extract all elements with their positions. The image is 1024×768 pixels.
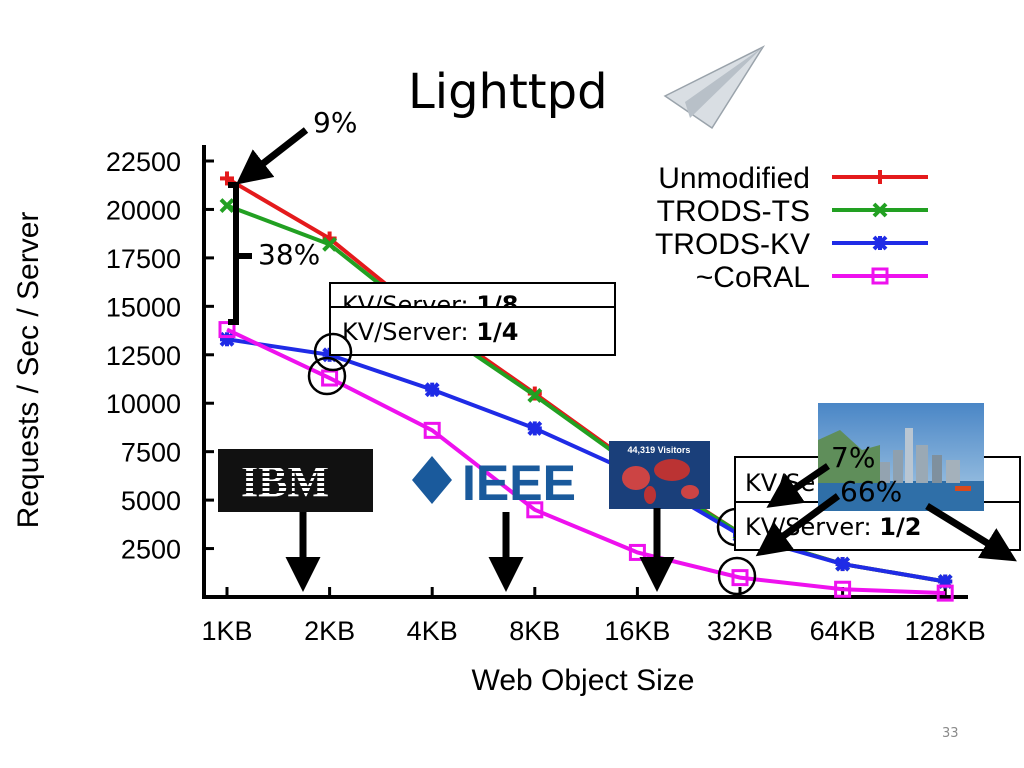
data-point: [936, 584, 954, 602]
data-point: [424, 382, 440, 398]
series-line: [226, 337, 946, 584]
slide-number: 33: [942, 726, 959, 741]
anno-7pct: 7%: [831, 441, 875, 474]
arrows: [235, 127, 1017, 592]
anno-38pct: 38%: [258, 238, 320, 271]
ieee-logo-text: IEEE: [462, 455, 576, 511]
y-tick-label: 10000: [106, 389, 181, 419]
ieee-logo: IEEE: [412, 455, 576, 511]
x-tick-label: 128KB: [905, 616, 986, 646]
highlight-circle: [717, 556, 757, 596]
anno-9pct: 9%: [313, 106, 357, 139]
ibm-logo: IBM: [218, 449, 373, 512]
slide-title: Lighttpd: [408, 64, 608, 120]
data-point: [872, 202, 888, 218]
series-layer: [218, 171, 954, 602]
data-point: [527, 388, 543, 403]
legend-label: TRODS-TS: [657, 195, 810, 228]
x-tick-label: 8KB: [509, 616, 560, 646]
data-point: [219, 331, 235, 347]
data-point: [871, 267, 889, 285]
legend-label: ~CoRAL: [696, 261, 810, 294]
svg-text:KV/Server: 1/4: KV/Server: 1/4: [342, 318, 518, 346]
x-tick-label: 16KB: [604, 616, 670, 646]
data-point: [731, 569, 749, 587]
y-tick-label: 5000: [121, 486, 181, 516]
data-point: [873, 170, 887, 184]
y-tick-label: 15000: [106, 292, 181, 322]
x-tick-label: 32KB: [707, 616, 773, 646]
y-tick-label: 20000: [106, 195, 181, 225]
paper-plane-icon: [663, 45, 766, 130]
callout-kv-server-1-4: KV/Server: 1/4: [329, 306, 616, 356]
bracket: [228, 182, 252, 325]
y-tick-label: 12500: [106, 341, 181, 371]
data-point: [220, 171, 234, 186]
data-point: [527, 420, 543, 436]
svg-text:KV/Server: 1/2: KV/Server: 1/2: [745, 513, 921, 541]
highlight-circle: [313, 332, 353, 372]
ticks: 2500 5000 7500 10000 12500 15000 17500 20000 225…: [106, 147, 986, 646]
ieee-diamond-icon: [412, 456, 452, 504]
x-axis-title: Web Object Size: [472, 664, 695, 697]
data-point: [423, 421, 441, 439]
x-tick-label: 4KB: [407, 616, 458, 646]
highlight-circle: [307, 356, 347, 396]
anno-66pct: 66%: [840, 475, 902, 508]
y-tick-label: 17500: [106, 244, 181, 274]
data-point: [526, 501, 544, 519]
y-tick-label: 2500: [121, 535, 181, 565]
x-tick-label: 1KB: [201, 616, 252, 646]
city-photo: [818, 403, 984, 511]
callout-value: 1/2: [879, 513, 921, 541]
series-line: [226, 327, 946, 596]
data-point: [322, 236, 338, 252]
data-point: [834, 580, 852, 598]
y-tick-label: 7500: [121, 438, 181, 468]
callout-label: KV/Server:: [342, 318, 476, 346]
data-point: [218, 321, 236, 339]
legend-label: Unmodified: [658, 162, 810, 195]
data-point: [628, 543, 646, 561]
callout-value: 1/4: [476, 318, 518, 346]
data-point: [835, 556, 851, 572]
arrow-7pct: [766, 463, 830, 508]
visitor-map-text: 44,319 Visitors: [628, 445, 691, 455]
arrow-right: [925, 503, 1017, 562]
y-tick-label: 22500: [106, 147, 181, 177]
arrow-66pct: [755, 493, 841, 557]
x-tick-label: 2KB: [304, 616, 355, 646]
visitor-map: 44,319 Visitors: [609, 441, 710, 509]
legend-label: TRODS-KV: [655, 228, 810, 261]
data-point: [219, 198, 235, 213]
x-tick-label: 64KB: [810, 616, 876, 646]
data-point: [321, 369, 339, 387]
data-point: [872, 235, 888, 251]
series-3: [218, 321, 954, 602]
arrow-9pct: [235, 127, 309, 185]
y-axis-title: Requests / Sec / Server: [12, 212, 45, 529]
ibm-stripes: [225, 461, 350, 493]
